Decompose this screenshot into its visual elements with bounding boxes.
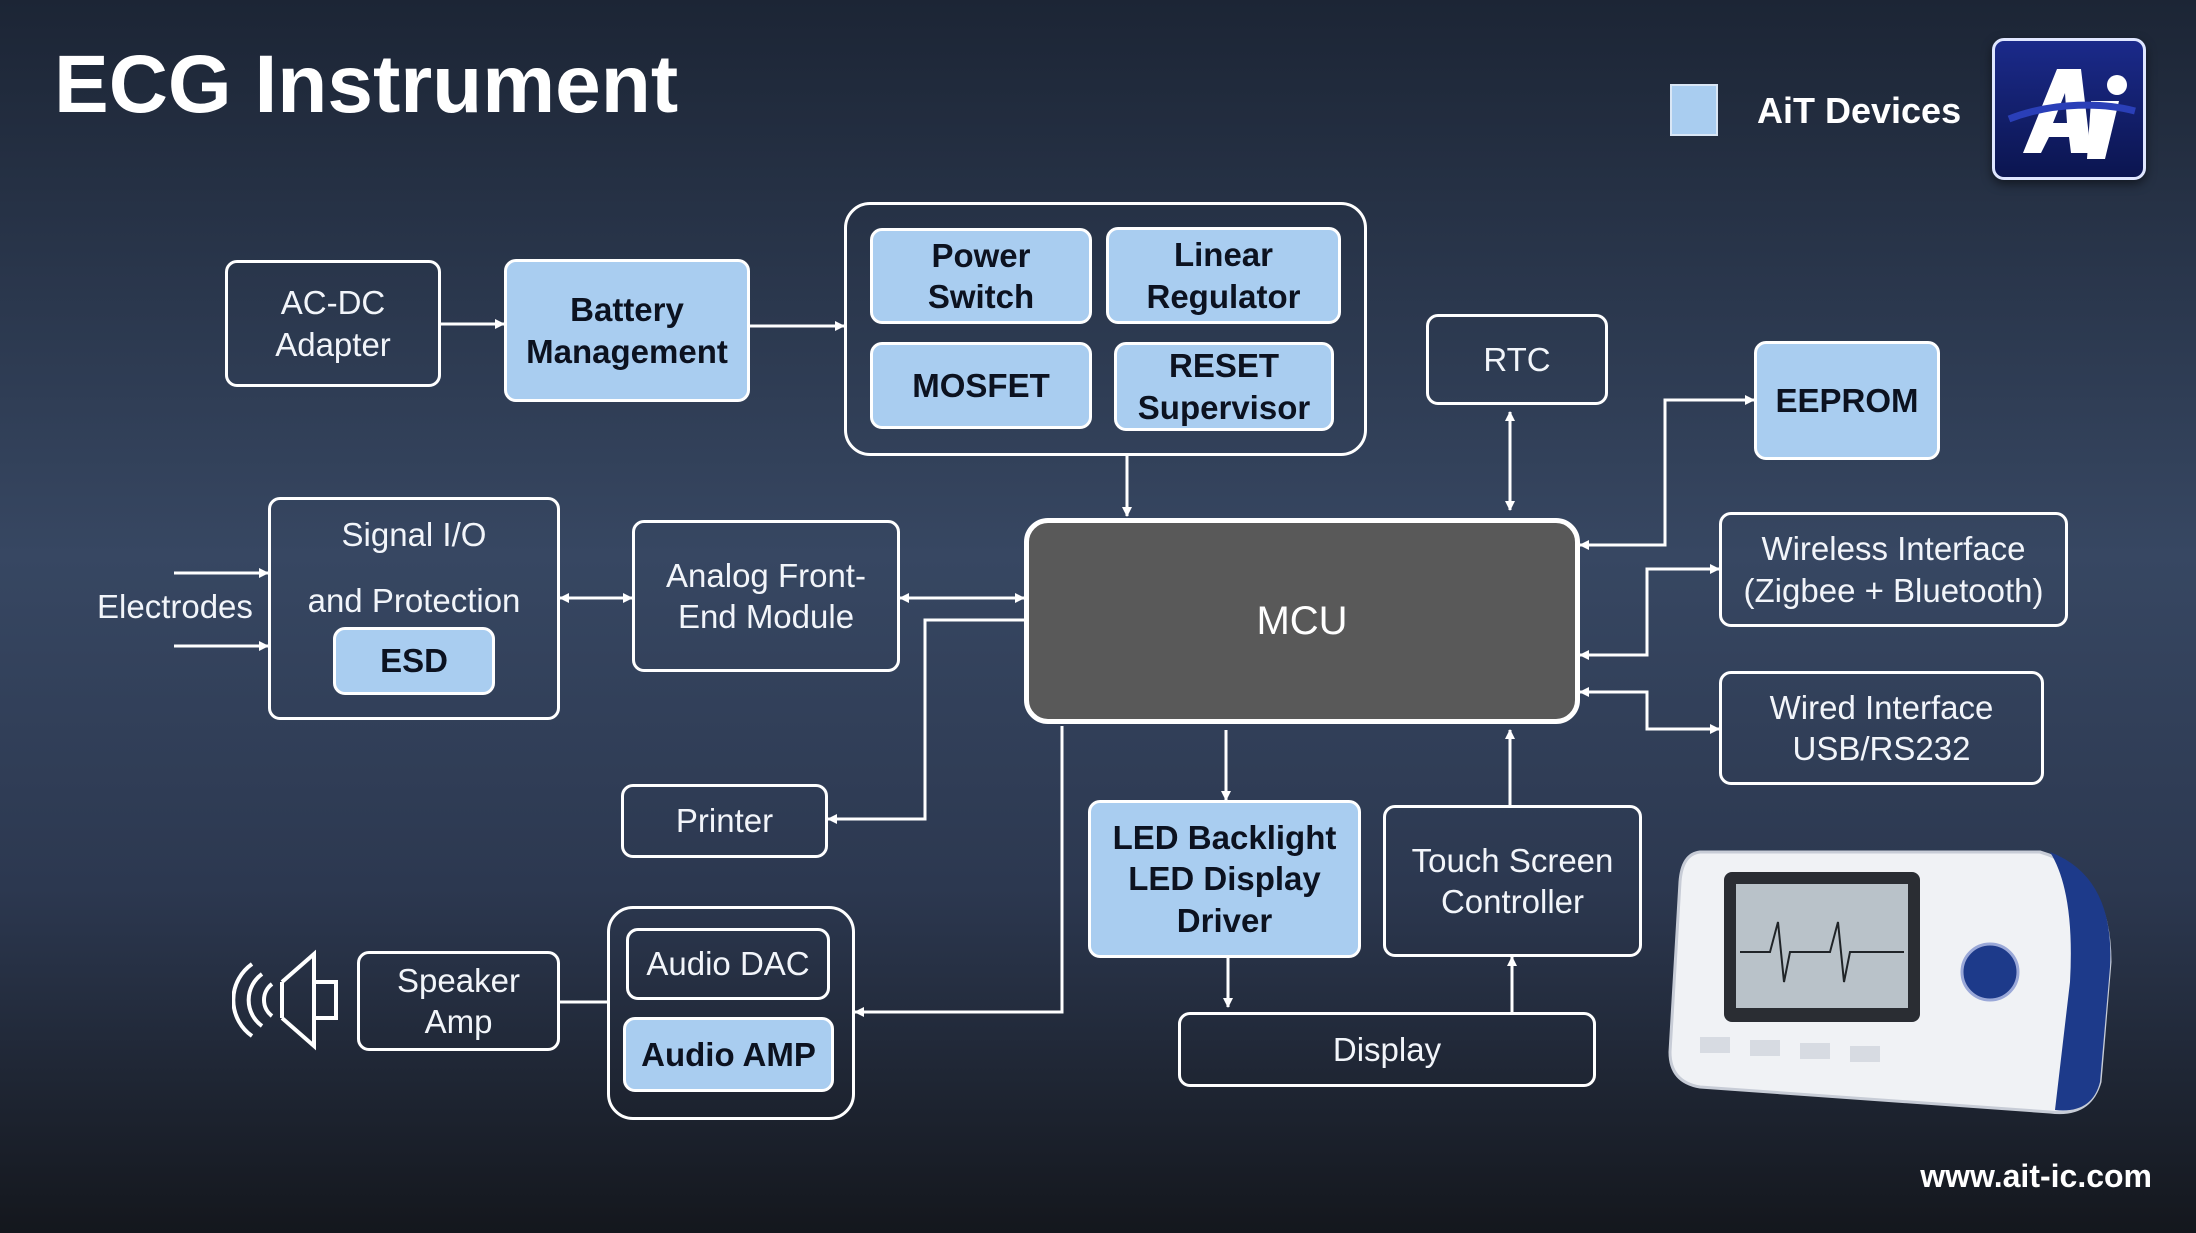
touch-screen-controller-block: Touch Screen Controller	[1383, 805, 1642, 957]
electrodes-label: Electrodes	[97, 588, 253, 625]
signal-io-label: Signal I/O and Protection	[307, 516, 521, 619]
reset-supervisor-block: RESET Supervisor	[1114, 342, 1334, 431]
wire-mcu-wireless	[1579, 564, 1720, 660]
led-display-driver-block: LED Backlight LED Display Driver	[1088, 800, 1361, 958]
ait-logo-mark	[2007, 69, 2136, 159]
speaker-icon	[231, 946, 344, 1054]
audio-dac-block: Audio DAC	[626, 928, 830, 1000]
speaker-icon-graphic	[231, 949, 338, 1051]
ecg-monitor-graphic	[1668, 850, 2112, 1115]
power-switch-block: Power Switch	[870, 228, 1092, 324]
ecg-monitor-device-image	[1660, 832, 2120, 1122]
mcu-block: MCU	[1024, 518, 1580, 724]
wire-mcu-eeprom	[1579, 395, 1755, 550]
wire-mcu-audio	[854, 726, 1064, 1017]
audio-group	[607, 906, 855, 1120]
esd-block: ESD	[333, 627, 495, 695]
legend-swatch	[1670, 84, 1718, 136]
audio-amp-block: Audio AMP	[623, 1017, 834, 1092]
linear-regulator-block: Linear Regulator	[1106, 227, 1341, 324]
ait-logo	[1992, 38, 2146, 180]
speaker-amp-block: Speaker Amp	[357, 951, 560, 1051]
printer-block: Printer	[621, 784, 828, 858]
signal-io-protection-block: Signal I/O and Protection	[268, 497, 560, 720]
eeprom-block: EEPROM	[1754, 341, 1940, 460]
analog-front-end-block: Analog Front- End Module	[632, 520, 900, 672]
ac-dc-adapter-block: AC-DC Adapter	[225, 260, 441, 387]
website-url: www.ait-ic.com	[1920, 1158, 2152, 1194]
wired-interface-block: Wired Interface USB/RS232	[1719, 671, 2044, 785]
display-block: Display	[1178, 1012, 1596, 1087]
legend-label: AiT Devices	[1757, 90, 1962, 131]
power-group	[844, 202, 1367, 456]
wire-mcu-wired	[1579, 687, 1720, 734]
page-title: ECG Instrument	[54, 39, 679, 130]
wire-mcu-printer	[827, 618, 1024, 824]
rtc-block: RTC	[1426, 314, 1608, 405]
battery-management-block: Battery Management	[504, 259, 750, 402]
mosfet-block: MOSFET	[870, 342, 1092, 429]
wireless-interface-block: Wireless Interface (Zigbee + Bluetooth)	[1719, 512, 2068, 627]
